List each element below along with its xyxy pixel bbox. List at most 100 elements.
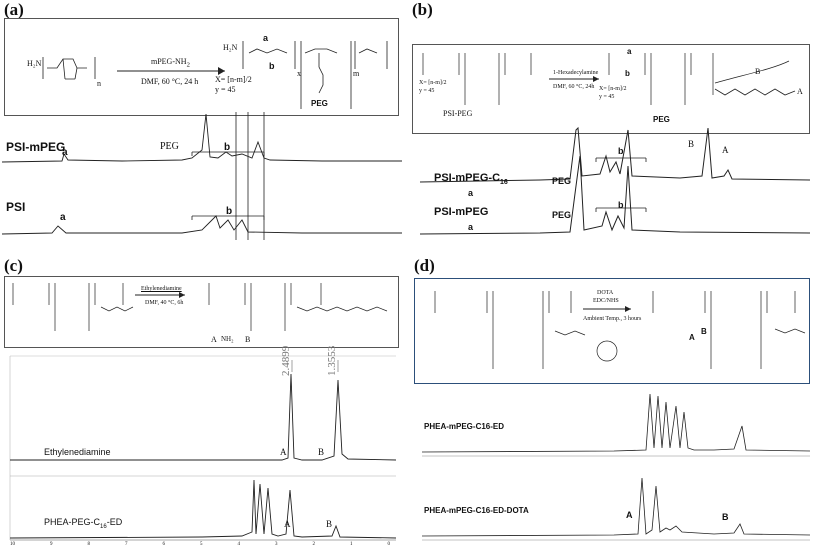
panel-a-label: (a) — [4, 0, 24, 19]
y-equation: y = 45 — [215, 85, 236, 94]
panel-c-label: (c) — [4, 256, 23, 275]
panel-d-label: (d) — [414, 256, 435, 275]
axis-tick: 2 — [312, 542, 316, 547]
axis-tick: 3 — [275, 542, 278, 547]
spectrum-label-phea-mpeg-c16-ed: PHEA-mPEG-C16-ED — [424, 422, 505, 431]
x-equation-b-right: X= [n-m]/2 — [599, 86, 627, 92]
panel-b-label: (b) — [412, 0, 433, 19]
product-h2n: H₂N — [223, 43, 238, 52]
site-b-b: b — [625, 69, 630, 78]
peak-a-d: A — [626, 510, 633, 520]
peg-label: PEG — [311, 99, 328, 108]
axis-tick: 8 — [87, 542, 91, 547]
site-a-b: a — [627, 47, 632, 56]
spectrum-label-phea-peg-c16-ed: PHEA-PEG-C16-ED — [44, 517, 123, 530]
chain-a-label: A — [797, 87, 803, 96]
spectrum-phea-mpeg-c16-ed-dota — [421, 477, 811, 537]
nmr-spectra-b — [419, 126, 811, 235]
peak-chain-a-b-top: A — [722, 145, 729, 155]
spectrum-ethylenediamine — [10, 373, 397, 461]
peak-peg-b-bottom: PEG — [552, 210, 572, 220]
site-a-c: A — [211, 335, 217, 344]
repeat-m-sub: m — [353, 69, 360, 78]
axis-tick: 6 — [162, 542, 166, 547]
site-b-label: b — [269, 61, 275, 71]
reaction-scheme-c: Ethylenediamine DMF, 40 °C, 6h A NH₂ B — [4, 276, 399, 348]
peak-value-1-3553: 1.3553 — [326, 345, 338, 376]
peg-label-b: PEG — [653, 115, 670, 124]
conditions-d: Ambient Temp., 3 hours — [583, 316, 642, 322]
site-a-label: a — [263, 33, 269, 43]
reagent-d-2: EDC/NHS — [593, 298, 619, 304]
axis-tick: 7 — [125, 542, 128, 547]
spectrum-label-psi: PSI — [6, 200, 26, 214]
spectrum-label-phea-mpeg-c16-ed-dota: PHEA-mPEG-C16-ED-DOTA — [424, 506, 529, 515]
y-equation-b-right: y = 45 — [599, 94, 615, 100]
spectrum-baseline-box-c — [9, 355, 396, 540]
conditions-b: DMF, 60 °C, 24h — [553, 84, 595, 90]
spectrum-phea-peg-c16-ed — [9, 479, 397, 539]
axis-tick: 5 — [200, 542, 203, 547]
spectrum-psi-mpeg-c16 — [419, 126, 811, 183]
reagent-b: 1-Hexadecylamine — [553, 70, 599, 76]
axis-tick: 0 — [387, 542, 391, 547]
site-a-d: A — [689, 333, 695, 342]
peak-ticks-c — [291, 360, 339, 372]
peak-b-b-top: b — [618, 146, 624, 156]
nmr-spectra-d — [421, 393, 811, 541]
chain-b-label: B — [755, 67, 761, 76]
site-b-d: B — [701, 327, 707, 336]
x-equation-b: X= [n-m]/2 — [419, 80, 447, 86]
reagent-d-1: DOTA — [597, 290, 614, 296]
peak-b-psi-mpeg: b — [224, 142, 231, 153]
spectrum-label-psi-mpeg-c16: PSI-mPEG-C16 — [434, 172, 508, 187]
axis-ticks-c: 10 9 8 7 6 5 4 3 2 1 0 — [10, 540, 390, 550]
spectrum-label-psi-mpeg-b: PSI-mPEG — [434, 206, 489, 218]
peak-b-psi: b — [226, 206, 233, 217]
peak-b-b-bottom: b — [618, 200, 624, 210]
peak-chain-b-b-top: B — [688, 139, 695, 149]
y-equation-b: y = 45 — [419, 88, 435, 94]
spectrum-label-psi-mpeg: PSI-mPEG — [6, 140, 66, 154]
peak-b-c-top: B — [318, 447, 325, 457]
spectrum-label-ethylenediamine: Ethylenediamine — [44, 447, 111, 457]
peak-b-d: B — [722, 512, 729, 522]
bracket-b-a — [191, 151, 265, 220]
site-b-c: B — [245, 335, 251, 344]
peak-guide-lines-a — [235, 112, 265, 240]
repeat-x-sub: x — [297, 69, 301, 78]
spectrum-phea-mpeg-c16-ed — [421, 393, 811, 453]
nmr-spectra-a — [1, 112, 402, 240]
peak-a-b-bottom: a — [468, 222, 474, 232]
peak-a-b-top: a — [468, 188, 474, 198]
reaction-scheme-a: H₂N n mPEG-NH2 DMF, 60 °C, 24 h H₂N a b … — [4, 18, 399, 116]
conditions-c: DMF, 40 °C, 6h — [145, 300, 184, 306]
spectrum-psi-mpeg — [1, 113, 402, 163]
peak-value-2-4899: 2.4899 — [280, 345, 292, 376]
peak-a-c-top: A — [280, 447, 287, 457]
nh2-c: NH₂ — [221, 335, 234, 343]
peak-a-c-bottom: A — [284, 519, 291, 529]
bracket-b-b — [595, 157, 647, 212]
reaction-scheme-d: DOTA EDC/NHS Ambient Temp., 3 hours A B — [414, 278, 810, 384]
structure-b — [422, 53, 796, 105]
nmr-spectra-c — [9, 355, 397, 541]
axis-tick: 1 — [350, 542, 353, 547]
structure-a — [42, 41, 388, 109]
structure-d — [434, 291, 806, 369]
reagent-label: mPEG-NH2 — [151, 57, 190, 69]
reaction-scheme-b: 1-Hexadecylamine DMF, 60 °C, 24h X= [n-m… — [412, 44, 810, 134]
spectrum-psi-mpeg-b — [419, 155, 811, 235]
repeat-n-sub: n — [97, 79, 101, 88]
peak-b-c-bottom: B — [326, 519, 333, 529]
peak-peg-b-top: PEG — [552, 176, 572, 186]
peak-a-psi: a — [60, 212, 66, 223]
x-equation: X= [n-m]/2 — [215, 75, 252, 84]
peak-a-psi-mpeg: a — [62, 147, 68, 158]
psi-peg-label: PSI-PEG — [443, 109, 473, 118]
axis-tick: 9 — [50, 542, 53, 547]
axis-tick: 10 — [10, 542, 15, 547]
peak-peg-psi-mpeg: PEG — [160, 141, 179, 152]
reactant-h2n: H₂N — [27, 59, 42, 68]
conditions-label: DMF, 60 °C, 24 h — [141, 77, 199, 86]
